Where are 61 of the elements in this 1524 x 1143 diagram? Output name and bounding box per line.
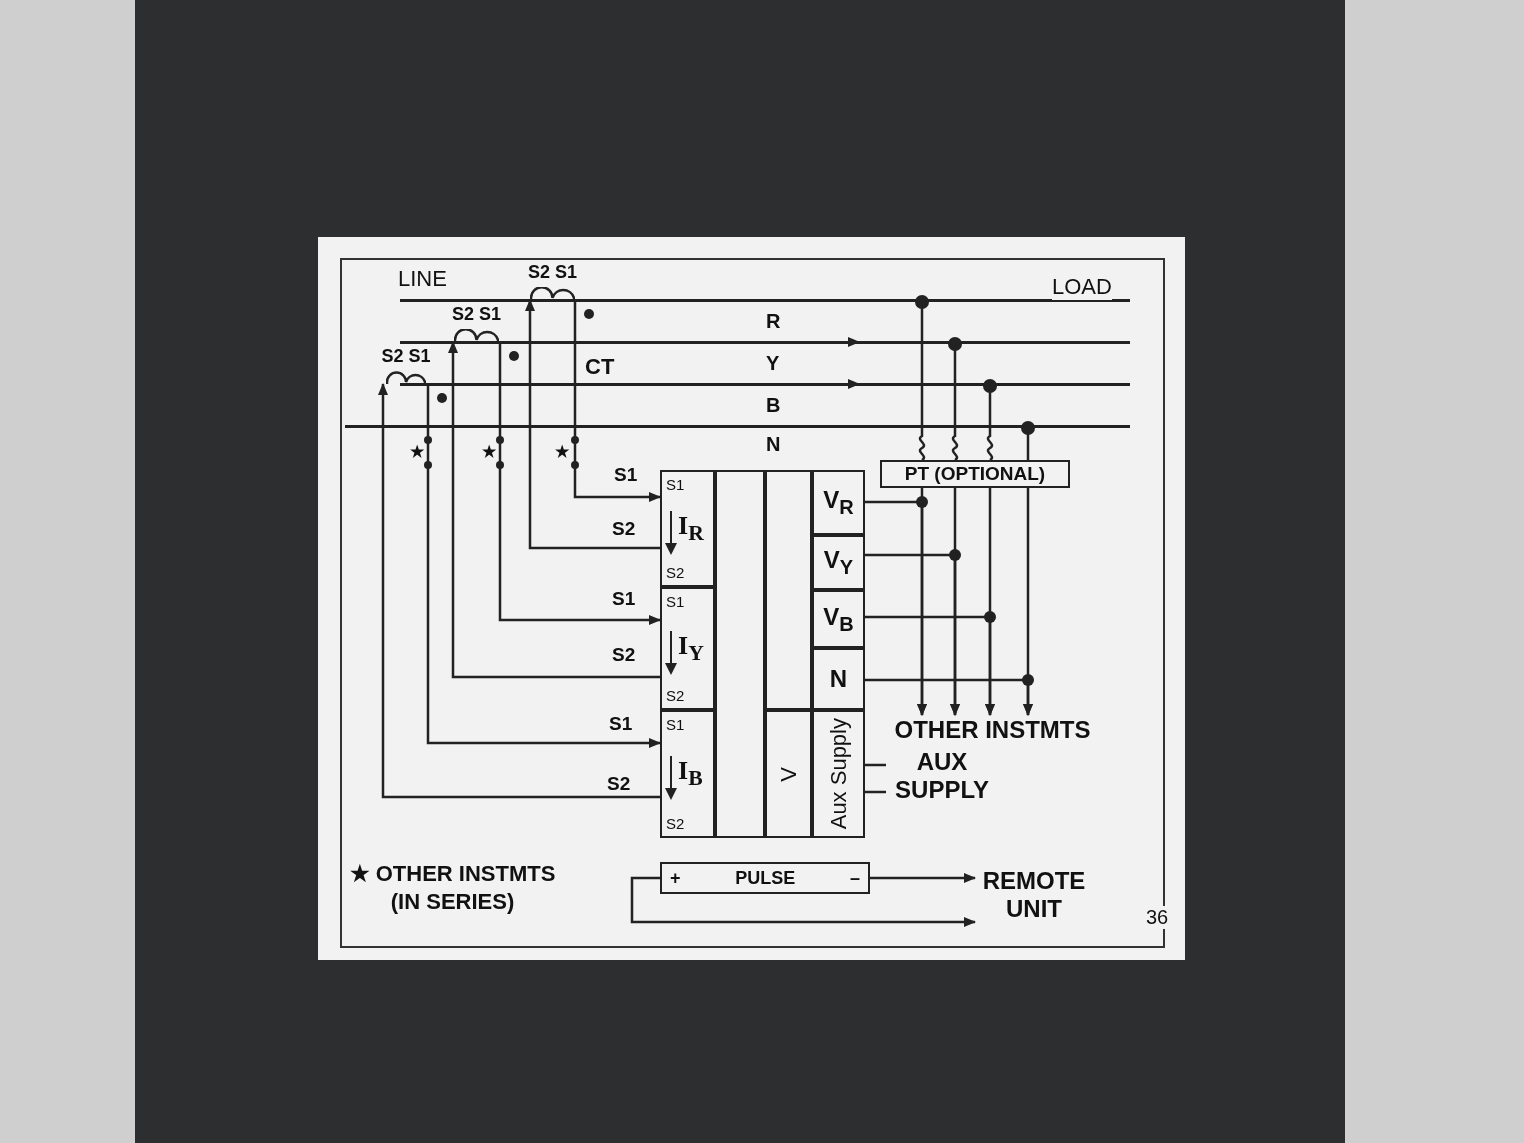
current-label: I$_{B}$	[678, 756, 703, 792]
terminal-label: S1	[666, 593, 685, 610]
terminal-label: N	[829, 665, 848, 693]
arrow	[573, 300, 661, 502]
arrow	[630, 876, 976, 927]
note-text: REMOTE UNIT	[981, 867, 1087, 923]
neutral-terminal	[812, 648, 865, 710]
wire	[865, 763, 886, 767]
bus-line	[400, 383, 1130, 386]
terminal-label: S2 S1	[527, 262, 577, 282]
terminal-label: V	[775, 766, 802, 782]
bus-line	[400, 341, 1130, 344]
arrow	[865, 553, 960, 716]
bus-line	[400, 299, 1130, 302]
arrow	[448, 341, 660, 679]
terminal-label: +	[670, 867, 681, 889]
pt-box	[880, 460, 1070, 488]
voltage-terminal	[812, 535, 865, 590]
terminal-label: S2 S1	[381, 346, 431, 366]
arrow	[498, 342, 661, 625]
terminal-label: V$_{Y}$	[823, 546, 854, 579]
terminal-label: S2	[666, 687, 685, 704]
aux-terminal	[765, 710, 812, 838]
note-text: OTHER INSTMTS	[894, 716, 1091, 744]
bus-line	[345, 425, 1130, 428]
terminal-label: V$_{R}$	[823, 486, 854, 519]
meter-body	[660, 470, 865, 838]
page-number: 36	[1146, 906, 1169, 929]
current-terminal	[660, 470, 715, 587]
star-mark: ★	[410, 442, 424, 461]
current-label: I$_{R}$	[678, 510, 704, 546]
arrow	[426, 384, 661, 748]
terminal-label: S2	[666, 815, 685, 832]
voltage-terminal	[812, 590, 865, 648]
terminal-label: Aux Supply	[825, 718, 852, 830]
star-mark: ★	[555, 442, 569, 461]
terminal-label: PULSE	[735, 867, 796, 889]
arrow	[870, 873, 976, 883]
arrow	[865, 678, 1033, 716]
terminal-label: S2	[666, 564, 685, 581]
arrow	[865, 615, 995, 716]
arrow	[525, 299, 660, 550]
arrow	[378, 383, 660, 799]
terminal-label: S2 S1	[451, 304, 501, 324]
current-label: I$_{Y}$	[678, 630, 704, 666]
arrow	[865, 500, 927, 716]
aux-supply-terminal	[812, 710, 865, 838]
terminal-label: V$_{B}$	[823, 602, 854, 636]
current-terminal	[660, 587, 715, 710]
terminal-label: –	[849, 867, 860, 889]
blank-terminal	[715, 470, 765, 838]
terminal-label: S1	[666, 716, 685, 733]
wire	[865, 790, 886, 794]
current-terminal	[660, 710, 715, 838]
star-mark: ★	[482, 442, 496, 461]
note-text: AUX SUPPLY	[894, 748, 990, 804]
blank-terminal	[765, 470, 812, 710]
terminal-label: PT (OPTIONAL)	[904, 463, 1046, 485]
voltage-terminal	[812, 470, 865, 535]
pulse-terminal	[660, 862, 870, 894]
terminal-label: S1	[666, 476, 685, 493]
